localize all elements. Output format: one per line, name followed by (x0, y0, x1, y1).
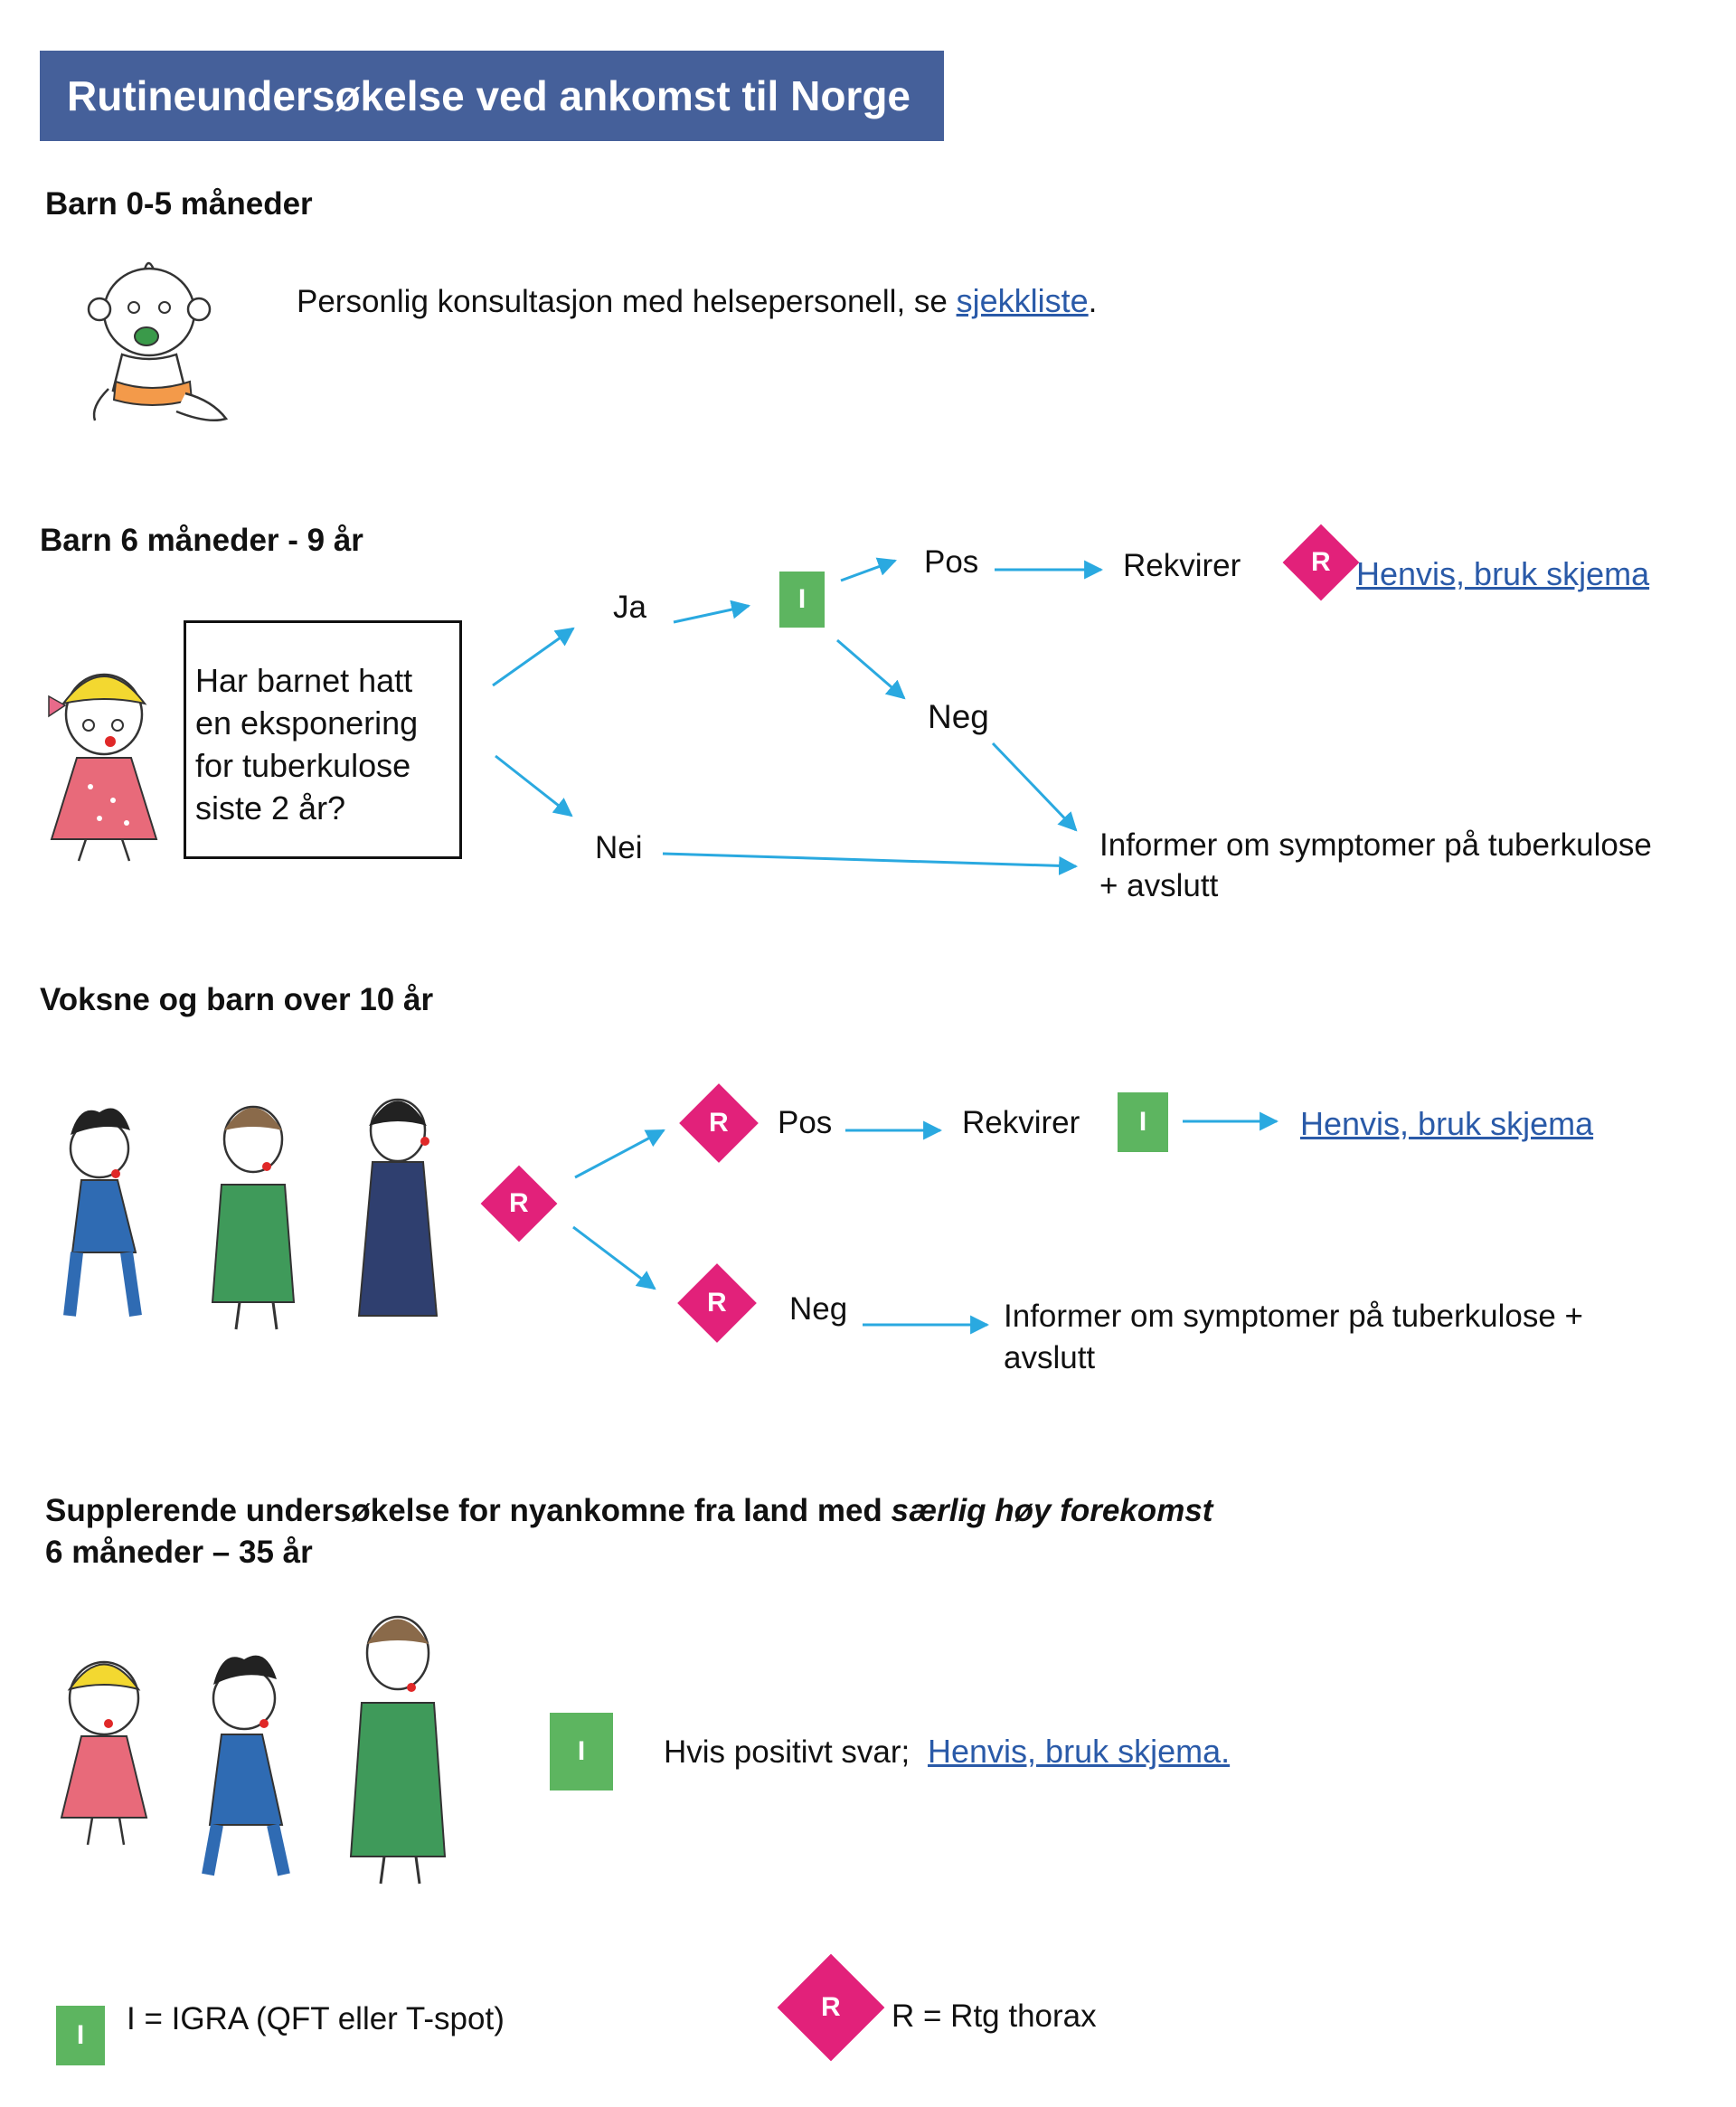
label-neg-adults: Neg (789, 1291, 848, 1327)
arrow-neg-inform (991, 742, 1078, 832)
label-pos: Pos (924, 544, 979, 580)
arrow-igra-pos (840, 557, 897, 582)
legend-igra-letter: I (76, 2020, 85, 2050)
inform-line-1: Informer om symptomer på tuberkulose (1099, 827, 1652, 863)
label-request-adults: Rekvirer (962, 1105, 1080, 1140)
legend-igra-text: I = IGRA (QFT eller T-spot) (127, 2001, 505, 2036)
inform-text: Informer om symptomer på tuberkulose + a… (1099, 825, 1652, 906)
inform-adults-line-2: avslutt (1004, 1340, 1096, 1375)
label-yes: Ja (613, 590, 646, 625)
supplementary-instructions: Hvis positivt svar; Henvis, bruk skjema. (664, 1733, 1230, 1771)
infant-instructions: Personlig konsultasjon med helsepersonel… (297, 282, 1097, 320)
baby-illustration (87, 261, 229, 421)
igra-letter: I (797, 584, 807, 614)
infant-text: Personlig konsultasjon med helsepersonel… (297, 284, 957, 319)
arrow-yes-igra (673, 600, 751, 624)
igra-letter-adults: I (1138, 1107, 1147, 1137)
supplementary-heading-italic: særlig høy forekomst (891, 1493, 1213, 1528)
legend-igra-square: I (56, 2006, 105, 2065)
arrow-igra-neg (836, 638, 906, 700)
igra-square-adults: I (1118, 1092, 1168, 1152)
page-title: Rutineundersøkelse ved ankomst til Norge (40, 51, 944, 141)
inform-adults-line-1: Informer om symptomer på tuberkulose + (1004, 1299, 1583, 1334)
arrow-question-no (495, 754, 573, 817)
igra-square-supplementary: I (550, 1713, 613, 1790)
arrow-xray-pos (574, 1129, 665, 1179)
infant-text-end: . (1088, 284, 1098, 319)
arrow-no-inform (662, 852, 1079, 875)
refer-link-supplementary[interactable]: Henvis, bruk skjema. (928, 1733, 1231, 1770)
group-illustration (60, 1615, 447, 1885)
exposure-question-box: Har barnet hatt en eksponering for tuber… (184, 620, 462, 859)
section-heading-children: Barn 6 måneder - 9 år (40, 523, 363, 558)
girl-illustration (48, 673, 158, 862)
label-no: Nei (595, 830, 643, 865)
label-pos-adults: Pos (778, 1105, 833, 1140)
supplementary-heading-prefix: Supplerende undersøkelse for nyankomne f… (45, 1493, 892, 1528)
section-heading-supplementary: Supplerende undersøkelse for nyankomne f… (45, 1490, 1212, 1573)
supplementary-heading-line2: 6 måneder – 35 år (45, 1535, 313, 1570)
legend-xray-text: R = Rtg thorax (892, 1998, 1097, 2034)
arrow-xray-neg (572, 1225, 656, 1290)
igra-square: I (779, 572, 825, 628)
igra-letter-supplementary: I (577, 1736, 586, 1766)
label-neg: Neg (928, 698, 989, 735)
inform-line-2: + avslutt (1099, 868, 1219, 903)
refer-link[interactable]: Henvis, bruk skjema (1356, 555, 1650, 592)
adults-illustration (63, 1098, 439, 1330)
inform-text-adults: Informer om symptomer på tuberkulose + a… (1004, 1296, 1583, 1379)
checklist-link[interactable]: sjekkliste (956, 282, 1089, 319)
arrow-question-yes (492, 627, 575, 687)
section-heading-infants: Barn 0-5 måneder (45, 186, 313, 222)
refer-link-adults[interactable]: Henvis, bruk skjema (1300, 1105, 1594, 1142)
supplementary-text: Hvis positivt svar; (664, 1734, 910, 1770)
section-heading-adults: Voksne og barn over 10 år (40, 982, 434, 1017)
label-request: Rekvirer (1123, 548, 1241, 583)
